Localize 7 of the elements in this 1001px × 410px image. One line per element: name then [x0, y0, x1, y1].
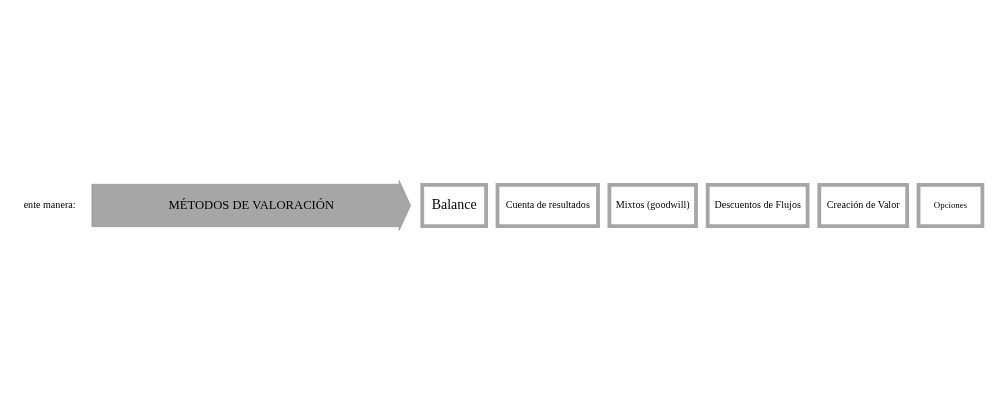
node-box: Mixtos (goodwill)	[607, 182, 698, 228]
node-box: Balance	[420, 182, 488, 228]
node-box: Creación de Valor	[817, 182, 910, 228]
node-box: Cuenta de resultados	[495, 182, 600, 228]
node-box: Opciones	[916, 182, 985, 228]
label: ente manera:	[23, 198, 76, 210]
node-box: Descuentos de Flujos	[705, 182, 810, 228]
